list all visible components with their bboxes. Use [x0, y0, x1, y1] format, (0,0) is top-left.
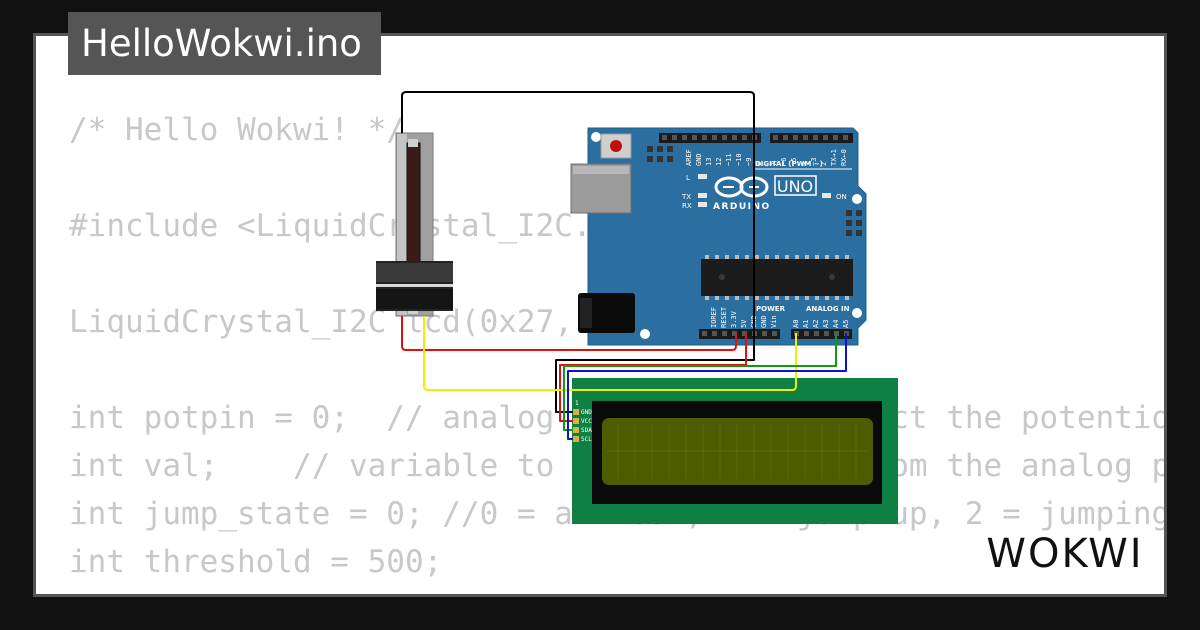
slider-knob[interactable]: [376, 261, 453, 311]
microcontroller-chip: [701, 259, 853, 296]
file-title-tab[interactable]: HelloWokwi.ino: [68, 12, 381, 75]
pin-label: 13: [705, 158, 713, 166]
pin-label: Vin: [770, 315, 778, 328]
pin-label: TX→1: [830, 149, 838, 166]
pin-label: ~9: [745, 158, 753, 166]
led-l-label: L: [686, 174, 690, 182]
pin-label: 2: [820, 162, 828, 166]
led-on-label: ON: [836, 193, 847, 201]
pin-label: AREF: [685, 149, 693, 166]
analog-header-label: ANALOG IN: [806, 305, 850, 313]
pin-label: A5: [842, 320, 850, 328]
power-header-label: POWER: [756, 305, 786, 313]
pin-label: 4: [800, 162, 808, 166]
pin-label: A3: [822, 320, 830, 328]
led-tx-label: TX: [681, 193, 691, 201]
reset-button-cap[interactable]: [610, 140, 622, 152]
pin-label: ~10: [735, 153, 743, 166]
lcd-pin-label: GND: [581, 409, 592, 416]
mount-hole: [591, 132, 601, 142]
mount-hole: [852, 308, 862, 318]
pin-label: 7: [770, 162, 778, 166]
code-line: /* Hello Wokwi! */: [69, 112, 405, 148]
pin-label: GND: [760, 315, 768, 328]
pin-label: ~5: [790, 158, 798, 166]
mount-hole: [852, 194, 862, 204]
pin-label: ~3: [810, 158, 818, 166]
reset-button[interactable]: [600, 133, 632, 159]
wire-5v-pot[interactable]: [401, 316, 737, 351]
led-l: [698, 174, 707, 179]
analog-pin-header[interactable]: [791, 329, 852, 339]
lcd-pin-label: VCC: [581, 418, 592, 425]
wokwi-logo-text: WOKWI: [986, 531, 1143, 577]
pin-label: RESET: [720, 306, 728, 328]
lcd-1602-display[interactable]: 1 GND VCC SDA SCL: [572, 378, 898, 524]
arduino-uno-board[interactable]: AREF GND 13 12 ~11 ~10 ~9 8 7 ~6 ~5 4 ~3…: [570, 127, 867, 346]
pin-label: IOREF: [710, 307, 718, 328]
power-pin-header[interactable]: [699, 329, 780, 339]
board-model-label: UNO: [777, 177, 813, 196]
wokwi-logo: WOKWI: [986, 531, 1143, 577]
board-brand-label: ARDUINO: [713, 202, 771, 212]
code-line: bool jumping = false; // 0: [69, 586, 1164, 594]
pin-label: ~11: [725, 153, 733, 166]
pin-label: A0: [792, 320, 800, 328]
led-rx-label: RX: [682, 202, 692, 210]
wire-signal[interactable]: [423, 316, 797, 391]
power-jack: [578, 293, 635, 333]
pin-label: A1: [802, 320, 810, 328]
slide-potentiometer[interactable]: [376, 132, 453, 317]
pin-label: 5V: [740, 319, 748, 328]
pin-label: A4: [832, 320, 840, 328]
led-rx: [698, 202, 707, 207]
lcd-pin-marker: 1: [575, 400, 579, 407]
pin-label: GND: [695, 153, 703, 166]
code-line: int threshold = 500;: [69, 544, 443, 580]
pin-label: 3.3V: [730, 310, 738, 328]
wire-gnd[interactable]: [401, 91, 755, 413]
led-tx: [698, 193, 707, 198]
led-on: [822, 193, 831, 198]
pin-label: 12: [715, 158, 723, 166]
digital-header-label: DIGITAL (PWM ~): [755, 160, 823, 168]
pin-label: A2: [812, 320, 820, 328]
lcd-pin-label: SCL: [581, 436, 592, 443]
wire-scl[interactable]: [567, 333, 847, 440]
pin-label: ~6: [780, 158, 788, 166]
mount-hole: [640, 329, 650, 339]
lcd-pin-label: SDA: [581, 427, 592, 434]
pin-label: RX←0: [840, 149, 848, 166]
digital-pin-header[interactable]: [659, 133, 853, 143]
pin-label: 8: [755, 162, 763, 166]
